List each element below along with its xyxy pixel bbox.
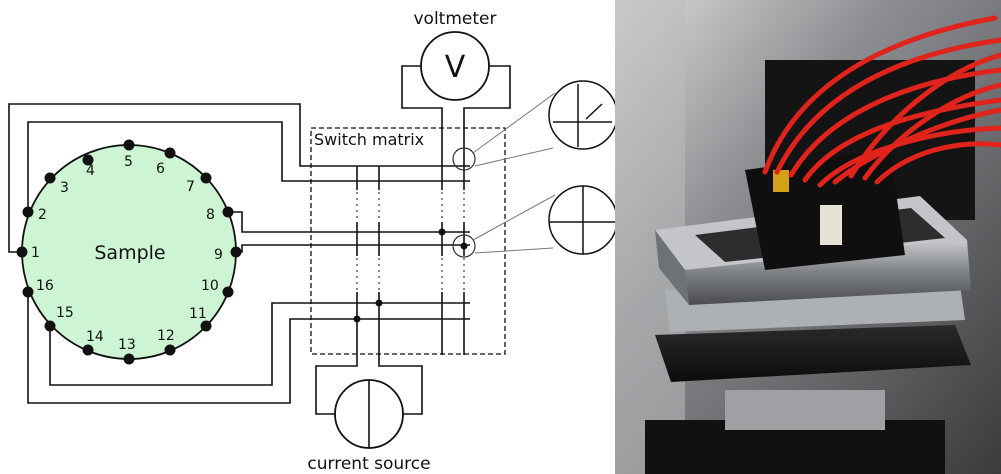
contact-label: 16 [36,278,54,294]
switch-detail-closed [452,185,615,258]
contact-label: 8 [206,207,215,223]
contact-label: 5 [124,154,133,170]
switch-matrix-label: Switch matrix [314,130,424,149]
contact-label: 2 [38,207,47,223]
contact-label: 13 [118,337,136,353]
contact-label: 1 [31,245,40,261]
switch-detail-open [452,80,615,171]
van-der-pauw-schematic: Switch matrix V voltmeter current source [8,9,615,474]
voltmeter-label: voltmeter [414,9,497,29]
wiring [8,103,470,404]
sample-label: Sample [94,242,165,264]
red-wires [762,15,1001,188]
contact-label: 4 [86,163,95,179]
sample-holder-photo [615,0,1001,474]
contact-label: 7 [186,179,195,195]
junction-dots [353,228,446,323]
voltmeter-wiring [401,65,511,166]
switch-matrix-box [310,127,506,355]
contact-label: 12 [157,328,175,344]
voltmeter-v-label: V [445,50,466,85]
contact-label: 11 [189,306,207,322]
contact-numbers: 1 2 3 4 5 6 7 8 9 10 11 12 13 14 15 16 [31,154,223,353]
voltmeter-symbol [420,31,490,101]
bus-dots [356,192,465,290]
contact-label: 14 [86,329,104,345]
contact-label: 15 [56,305,74,321]
current-source-label: current source [307,454,430,474]
contact-label: 10 [201,278,219,294]
contact-label: 9 [214,247,223,263]
contact-label: 3 [60,180,69,196]
contact-label: 6 [156,161,165,177]
current-source-wiring [315,335,423,415]
contact-dots [16,139,242,365]
